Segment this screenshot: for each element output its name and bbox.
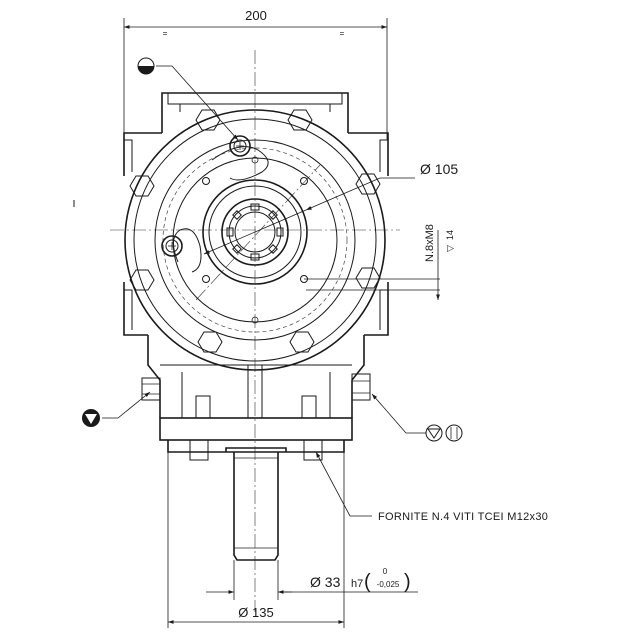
- side-plug-left: [141, 377, 161, 401]
- shaft-tolerance-class: h7: [351, 578, 363, 590]
- fill-plug: [229, 135, 251, 157]
- shaft-diameter-label: Ø 33: [310, 574, 341, 590]
- shaft-diameter-dimension: Ø 33 h7 ( 0 -0,025 ): [206, 560, 418, 600]
- thread-depth-label: 14: [445, 230, 455, 240]
- screw-note: FORNITE N.4 VITI TCEI M12x30: [315, 451, 548, 523]
- screw-note-label: FORNITE N.4 VITI TCEI M12x30: [378, 511, 548, 523]
- bolt-head-icon: [287, 109, 313, 131]
- svg-text:): ): [404, 571, 411, 593]
- level-indicator-icon: [425, 424, 443, 442]
- equal-mark-right: =: [340, 29, 345, 38]
- gearbox-housing: [123, 92, 389, 561]
- centerlines: [110, 50, 400, 612]
- flange-diameter-callout: Ø 105: [203, 161, 458, 255]
- bolt-head-icon: [289, 331, 315, 353]
- overall-width-dimension: 200 = =: [123, 8, 388, 140]
- threaded-holes: [202, 156, 308, 324]
- bolt-head-icon: [129, 175, 155, 197]
- fill-symbol: [137, 57, 239, 141]
- front-flange: [124, 109, 386, 371]
- bolt-head-icon: [355, 173, 381, 195]
- thread-callout: N.8xM8 ▽ 14: [304, 224, 455, 300]
- bolt-head-icon: [355, 267, 381, 289]
- tolerance-upper: 0: [383, 567, 388, 576]
- base-diameter-dimension: Ø 135: [167, 452, 345, 628]
- svg-text:(: (: [364, 571, 371, 593]
- bolt-head-icon: [129, 269, 155, 291]
- bolt-head-icon: [195, 109, 221, 131]
- hub-bore: [202, 179, 308, 285]
- flange-diameter-label: Ø 105: [420, 161, 458, 177]
- overall-width-label: 200: [245, 8, 267, 23]
- flange-bolts: [129, 109, 381, 353]
- base-diameter-label: Ø 135: [238, 605, 273, 620]
- side-plug-right: [351, 373, 371, 401]
- equal-mark-left: =: [163, 29, 168, 38]
- tolerance-lower: -0,025: [377, 580, 400, 589]
- thread-spec-label: N.8xM8: [424, 224, 436, 262]
- level-symbol: [371, 393, 463, 442]
- bolt-head-icon: [197, 331, 223, 353]
- drain-symbol: [82, 391, 151, 427]
- thread-depth-symbol: ▽: [445, 245, 455, 252]
- level-plug: [161, 235, 183, 257]
